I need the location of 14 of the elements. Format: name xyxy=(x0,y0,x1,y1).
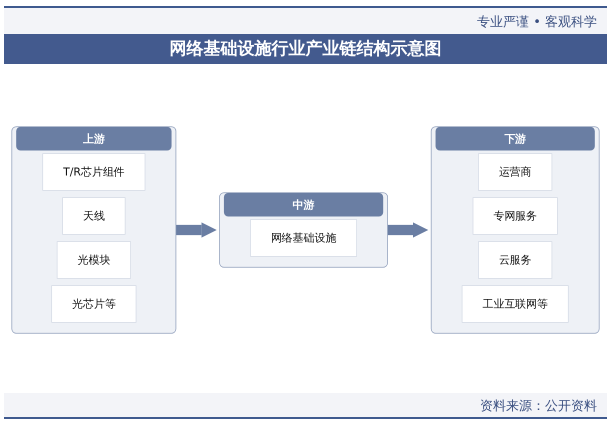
node-box: 工业互联网等 xyxy=(462,285,569,323)
node-box: 光模块 xyxy=(56,241,131,279)
node-box: 运营商 xyxy=(478,153,552,191)
node-box: T/R芯片组件 xyxy=(42,153,146,191)
slogan-text: 专业严谨 • 客观科学 xyxy=(477,14,597,31)
node-box: 光芯片等 xyxy=(51,285,136,323)
node-box: 网络基础设施 xyxy=(250,219,357,257)
node-box: 专网服务 xyxy=(472,197,558,235)
node-box: 云服务 xyxy=(478,241,552,279)
title-banner: 网络基础设施行业产业链结构示意图 xyxy=(4,34,607,64)
arrow xyxy=(388,222,428,238)
arrow xyxy=(176,222,217,238)
node-box: 天线 xyxy=(62,197,126,235)
source-note: 资料来源：公开资料 xyxy=(480,398,597,415)
